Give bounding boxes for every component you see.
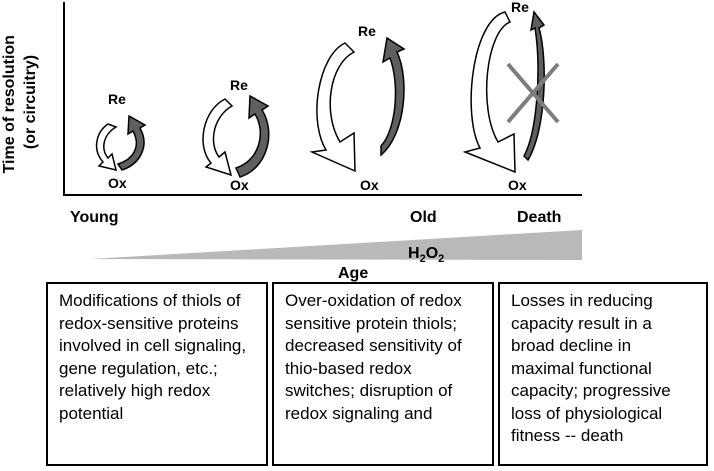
description-death: Losses in reducing capacity result in a …	[511, 291, 671, 445]
oxidized-arrow-old	[380, 36, 406, 157]
redox-cycle-young	[95, 114, 147, 172]
oxidized-arrow-death	[523, 10, 546, 162]
redox-cycle-old	[309, 36, 406, 173]
stage-label-old: Old	[410, 209, 437, 226]
description-young: Modifications of thiols of redox-sensiti…	[59, 291, 247, 423]
y-axis-label: Time of resolution (or circuitry)	[1, 31, 39, 174]
ox-label-young: Ox	[108, 175, 127, 191]
cross-mark-line-2	[506, 62, 560, 124]
age-label: Age	[338, 265, 368, 282]
h2o2-label: H2O2	[408, 245, 444, 265]
h2o2-ramp	[90, 230, 582, 260]
re-label-old: Re	[358, 23, 376, 39]
redox-cycle-death	[462, 10, 560, 174]
redox-cycle-middle	[202, 94, 270, 178]
y-axis-label-line1: Time of resolution	[1, 35, 18, 173]
re-label-middle: Re	[230, 77, 248, 93]
ox-label-middle: Ox	[230, 177, 249, 193]
description-box-old: Over-oxidation of redox sensitive protei…	[272, 282, 494, 466]
stage-label-young: Young	[70, 209, 119, 226]
reduced-arrow-old	[309, 42, 356, 173]
description-box-young: Modifications of thiols of redox-sensiti…	[46, 282, 268, 466]
description-box-death: Losses in reducing capacity result in a …	[498, 282, 708, 466]
oxidized-arrow-young	[116, 114, 147, 171]
oxidized-arrow-middle	[234, 94, 270, 178]
reduced-arrow-young	[95, 123, 118, 172]
re-label-young: Re	[108, 91, 126, 107]
stage-label-death: Death	[517, 209, 561, 226]
ox-label-death: Ox	[508, 177, 527, 193]
re-label-death: Re	[511, 0, 529, 15]
ox-label-old: Ox	[360, 177, 379, 193]
description-old: Over-oxidation of redox sensitive protei…	[285, 291, 462, 423]
reduced-arrow-death	[462, 11, 516, 174]
reduced-arrow-middle	[202, 98, 234, 177]
y-axis-label-line2: (or circuitry)	[22, 55, 39, 149]
